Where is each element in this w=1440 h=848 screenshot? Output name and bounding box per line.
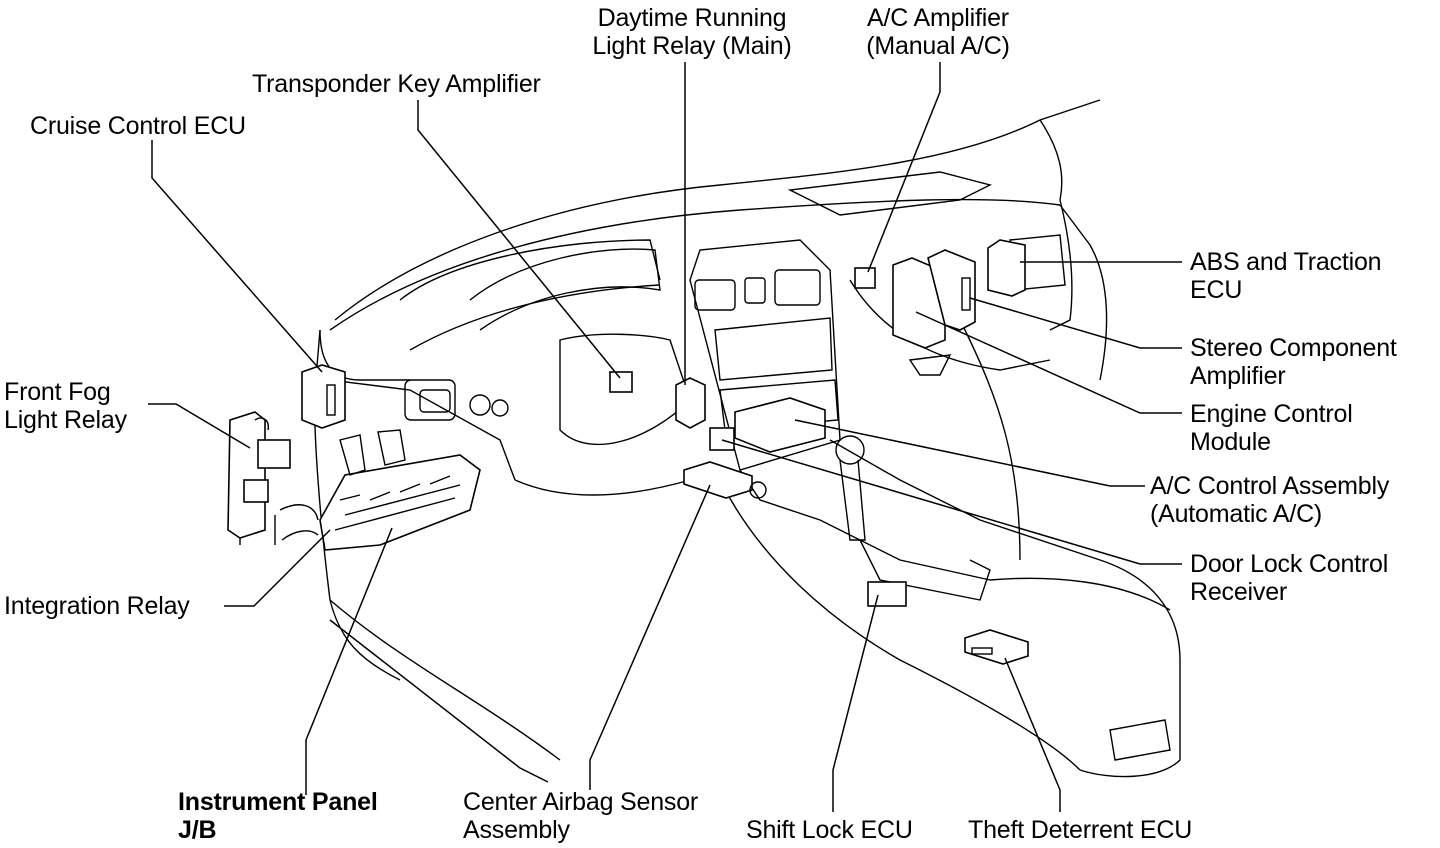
leader-center-airbag-2 xyxy=(329,619,549,783)
transponder-amplifier-shape xyxy=(609,371,633,393)
door-lock-receiver-shape xyxy=(709,427,735,451)
theft-deterrent-ecu-shape xyxy=(964,629,1029,665)
shift-lock-ecu-shape xyxy=(867,581,907,607)
abs-traction-ecu-shape xyxy=(987,239,1026,297)
label-integration-relay: Integration Relay xyxy=(4,592,190,620)
leader-theft-deterrent xyxy=(1004,657,1061,812)
label-stereo-component-amplifier: Stereo Component Amplifier xyxy=(1190,334,1397,390)
daytime-running-relay-shape xyxy=(675,377,706,429)
leader-shift-lock xyxy=(832,594,879,812)
label-door-lock-control-receiver: Door Lock Control Receiver xyxy=(1190,550,1389,606)
leader-lines xyxy=(148,62,1182,812)
engine-control-module-shape xyxy=(892,257,946,349)
label-ac-control-assembly: A/C Control Assembly (Automatic A/C) xyxy=(1150,472,1390,528)
label-center-airbag-sensor: Center Airbag Sensor Assembly xyxy=(463,788,699,844)
cruise-control-ecu-shape xyxy=(301,364,346,429)
ac-control-assembly-shape xyxy=(734,397,826,453)
leader-cruise-control xyxy=(151,140,323,373)
label-ac-amplifier: A/C Amplifier (Manual A/C) xyxy=(866,4,1010,60)
component-shapes xyxy=(227,239,1029,665)
leader-stereo xyxy=(969,297,1182,349)
leader-integration-relay xyxy=(224,529,331,607)
leader-instrument-panel xyxy=(305,527,393,795)
label-abs-traction-ecu: ABS and Traction ECU xyxy=(1190,248,1382,304)
leader-door-lock xyxy=(721,439,1182,565)
leader-engine-control xyxy=(915,311,1182,414)
label-engine-control-module: Engine Control Module xyxy=(1190,400,1353,456)
ac-amplifier-shape xyxy=(854,267,876,289)
leader-transponder xyxy=(417,100,621,379)
label-daytime-running-relay: Daytime Running Light Relay (Main) xyxy=(592,4,792,60)
dashboard-drawing xyxy=(313,99,1181,778)
front-fog-relay-shape xyxy=(227,411,291,545)
leader-front-fog xyxy=(148,403,251,449)
leader-center-airbag-1 xyxy=(589,484,711,790)
label-theft-deterrent-ecu: Theft Deterrent ECU xyxy=(968,816,1193,844)
leader-ac-amplifier xyxy=(867,62,941,273)
instrument-panel-jb-shape xyxy=(274,429,481,551)
leader-ac-control xyxy=(794,419,1145,487)
label-instrument-panel-jb: Instrument Panel J/B xyxy=(178,788,378,844)
label-front-fog-light-relay: Front Fog Light Relay xyxy=(4,378,127,434)
label-transponder-key-amplifier: Transponder Key Amplifier xyxy=(252,70,541,98)
label-shift-lock-ecu: Shift Lock ECU xyxy=(746,816,913,844)
label-cruise-control-ecu: Cruise Control ECU xyxy=(30,112,246,140)
center-airbag-sensor-shape xyxy=(683,461,753,499)
